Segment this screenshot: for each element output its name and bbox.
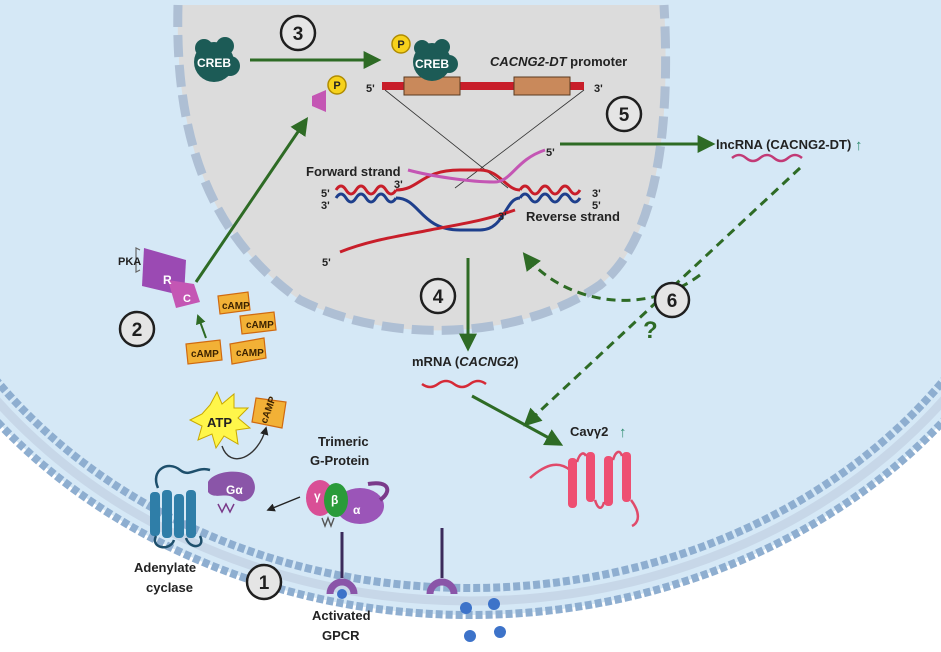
promoter-box-right [513,76,571,96]
g-protein-label: G-Protein [310,453,369,468]
cyclase-label: cyclase [146,580,193,595]
arrow-atp-to-camp [221,426,269,460]
step-4-number: 4 [433,287,444,308]
gpcr-label: GPCR [322,628,360,643]
reverse-strand-label: Reverse strand [526,209,620,224]
creb-bound: CREB [413,39,458,81]
creb-label: CREB [197,56,231,70]
rna-5prime: 5' [546,147,555,159]
activated-label: Activated [312,608,371,623]
dna-transcription-bubble: Forward strand Reverse strand 5' 3' 3' 5… [306,147,620,269]
arrow-mrna-to-cav [471,394,564,446]
ligands [460,598,506,642]
rna-3prime: 3' [394,179,403,191]
nascent-rna-top [407,148,546,184]
dna-5prime-left: 5' [321,188,330,200]
camp-molecule-1: cAMP [217,291,251,315]
zoom-line-right [454,89,585,189]
promoter-5prime: 5' [366,83,375,95]
camp-molecule-3: cAMP [185,339,223,365]
step-3-number: 3 [293,24,304,45]
g-alpha-label: Gα [226,483,243,497]
camp-label-3: cAMP [191,349,219,360]
step-5-badge: 5 [605,95,643,133]
phosphate-label: P [333,80,340,92]
step-4-badge: 4 [419,277,457,315]
pka-catalytic-fragment [312,90,326,112]
cavy2-protein [529,450,640,528]
dna-5prime-right: 5' [592,200,601,212]
gamma-label: γ [314,489,321,503]
camp-label-1: cAMP [222,301,250,312]
trimeric-label: Trimeric [318,434,369,449]
cavy2-label: Cavγ2 [570,424,608,439]
pka-complex: R C PKA [118,247,200,308]
pka-r-label: R [163,273,172,287]
nascent-strand-bottom [339,208,516,254]
lncrna-up-arrow: ↑ [855,137,863,154]
lncrna-label: lncRNA (CACNG2-DT) [716,137,851,152]
camp-label-2: cAMP [246,320,274,331]
dna-3prime-right: 3' [592,188,601,200]
cavy2-up-arrow: ↑ [619,424,627,441]
creb-free: CREB [194,37,240,82]
nascent-5prime: 5' [322,257,331,269]
adenylate-label: Adenylate [134,560,196,575]
arrow-step6-to-nucleus [522,252,701,302]
dna-3prime-left: 3' [321,200,330,212]
trimeric-g-protein: γ β α [306,480,390,528]
promoter-title: CACNG2-DT promoter [490,54,627,69]
step-1-badge: 1 [245,563,283,601]
step-6-number: 6 [667,291,678,312]
step-2-number: 2 [132,320,143,341]
arrow-pka-to-nucleus [194,117,309,283]
camp-label-4: cAMP [236,348,264,359]
promoter-3prime: 3' [594,83,603,95]
atp-label: ATP [207,415,232,430]
step-3-badge: 3 [279,14,317,52]
phosphate-icon: P [327,75,347,95]
step-2-badge: 2 [118,310,156,348]
inactive-gpcr [426,528,458,595]
adenylate-cyclase [150,464,211,549]
activated-gpcr [326,532,358,599]
beta-label: β [331,493,338,507]
phosphate-creb-label: P [397,39,404,51]
lncrna-strand [731,153,803,163]
arrow-camp-to-pka [196,314,207,339]
mrna-label: mRNA (CACNG2) [412,354,518,369]
phosphate-on-creb-icon: P [391,34,411,54]
camp-molecule-4: cAMP [229,337,267,365]
creb-bound-label: CREB [415,57,449,71]
atp-burst-icon: ATP [188,390,252,450]
camp-molecule-product: cAMP [251,395,287,429]
camp-molecule-2: cAMP [239,311,277,335]
pka-c-label: C [183,293,191,305]
step-1-number: 1 [259,573,270,594]
forward-strand-label: Forward strand [306,164,401,179]
alpha-label: α [353,503,361,517]
mrna-strand [421,379,487,389]
plasma-membrane [0,377,941,619]
step-6-badge: 6 [653,281,691,319]
promoter: 5' 3' CACNG2-DT promoter [366,54,627,96]
pka-label: PKA [118,256,141,268]
template-3prime: 3' [498,211,507,223]
step-5-number: 5 [619,105,630,126]
g-alpha-subunit: Gα [208,471,255,514]
arrow-galpha-release [266,496,301,512]
question-mark: ? [643,317,658,344]
